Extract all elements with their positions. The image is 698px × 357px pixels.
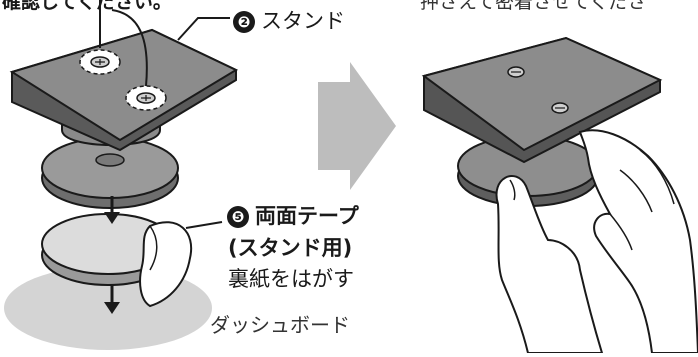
tape-leader-line (185, 221, 223, 229)
double-sided-tape (41, 213, 193, 308)
step-number-badge: ❷ (233, 11, 255, 33)
mounted-stand (421, 36, 663, 207)
stand-label: ❷ スタンド (233, 11, 345, 33)
stand-label-text: スタンド (261, 9, 345, 33)
tape-label-usage: (スタンド用) (228, 236, 353, 260)
instruction-fragment-left: 確認してください。 (2, 0, 172, 13)
screw-icon (507, 66, 525, 78)
tape-label-text: 両面テープ (255, 204, 359, 228)
instruction-fragment-right: 押さえて密着させてくださ (420, 0, 647, 13)
hand-icon (495, 175, 604, 354)
screw-icon (551, 102, 569, 114)
tape-label-instruction: 裏紙をはがす (228, 267, 354, 291)
step-number-badge: ❺ (227, 206, 249, 228)
right-arrow-icon (318, 62, 396, 190)
screw-icon (125, 85, 167, 111)
down-arrow-icon (104, 284, 120, 314)
stand-base-disc (41, 137, 179, 209)
stand-leader-line (177, 17, 230, 41)
tape-label: ❺ 両面テープ (227, 206, 359, 228)
down-arrow-icon (104, 196, 120, 224)
dashboard-label: ダッシュボード (210, 313, 350, 337)
tape-backing-paper (139, 221, 193, 308)
hand-icon (578, 129, 698, 354)
screw-icon (79, 49, 121, 75)
stand-plate (9, 0, 239, 152)
